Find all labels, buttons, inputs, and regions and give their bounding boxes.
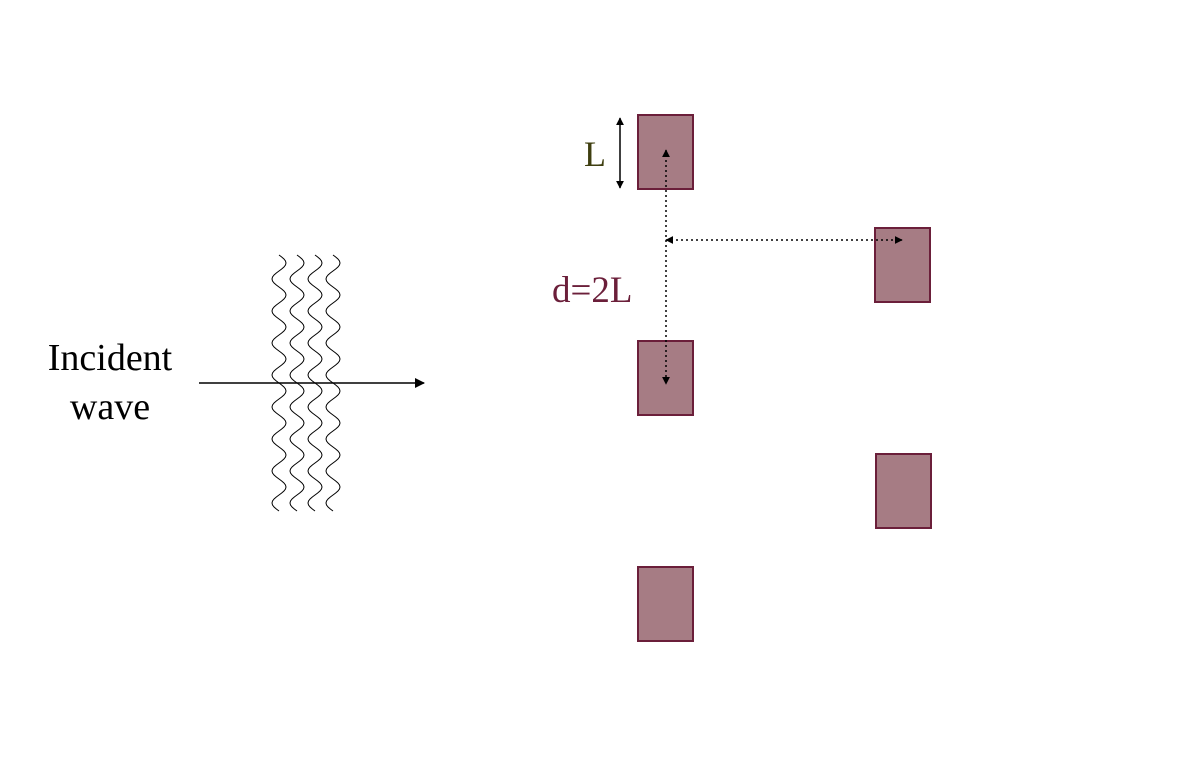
- length-label: L: [584, 134, 606, 174]
- incident-label-line1: Incident: [47, 337, 173, 379]
- scatterer-block-col2-bottom: [875, 453, 932, 529]
- scatterer-block-col2-top: [874, 227, 931, 303]
- scatterer-blocks: [637, 114, 932, 642]
- incident-wave-label: Incident wave: [30, 334, 190, 433]
- distance-label: d=2L: [552, 270, 633, 311]
- scatterer-block-col1-middle: [637, 340, 694, 416]
- scatterer-block-col1-bottom: [637, 566, 694, 642]
- incident-label-line2: wave: [69, 386, 151, 429]
